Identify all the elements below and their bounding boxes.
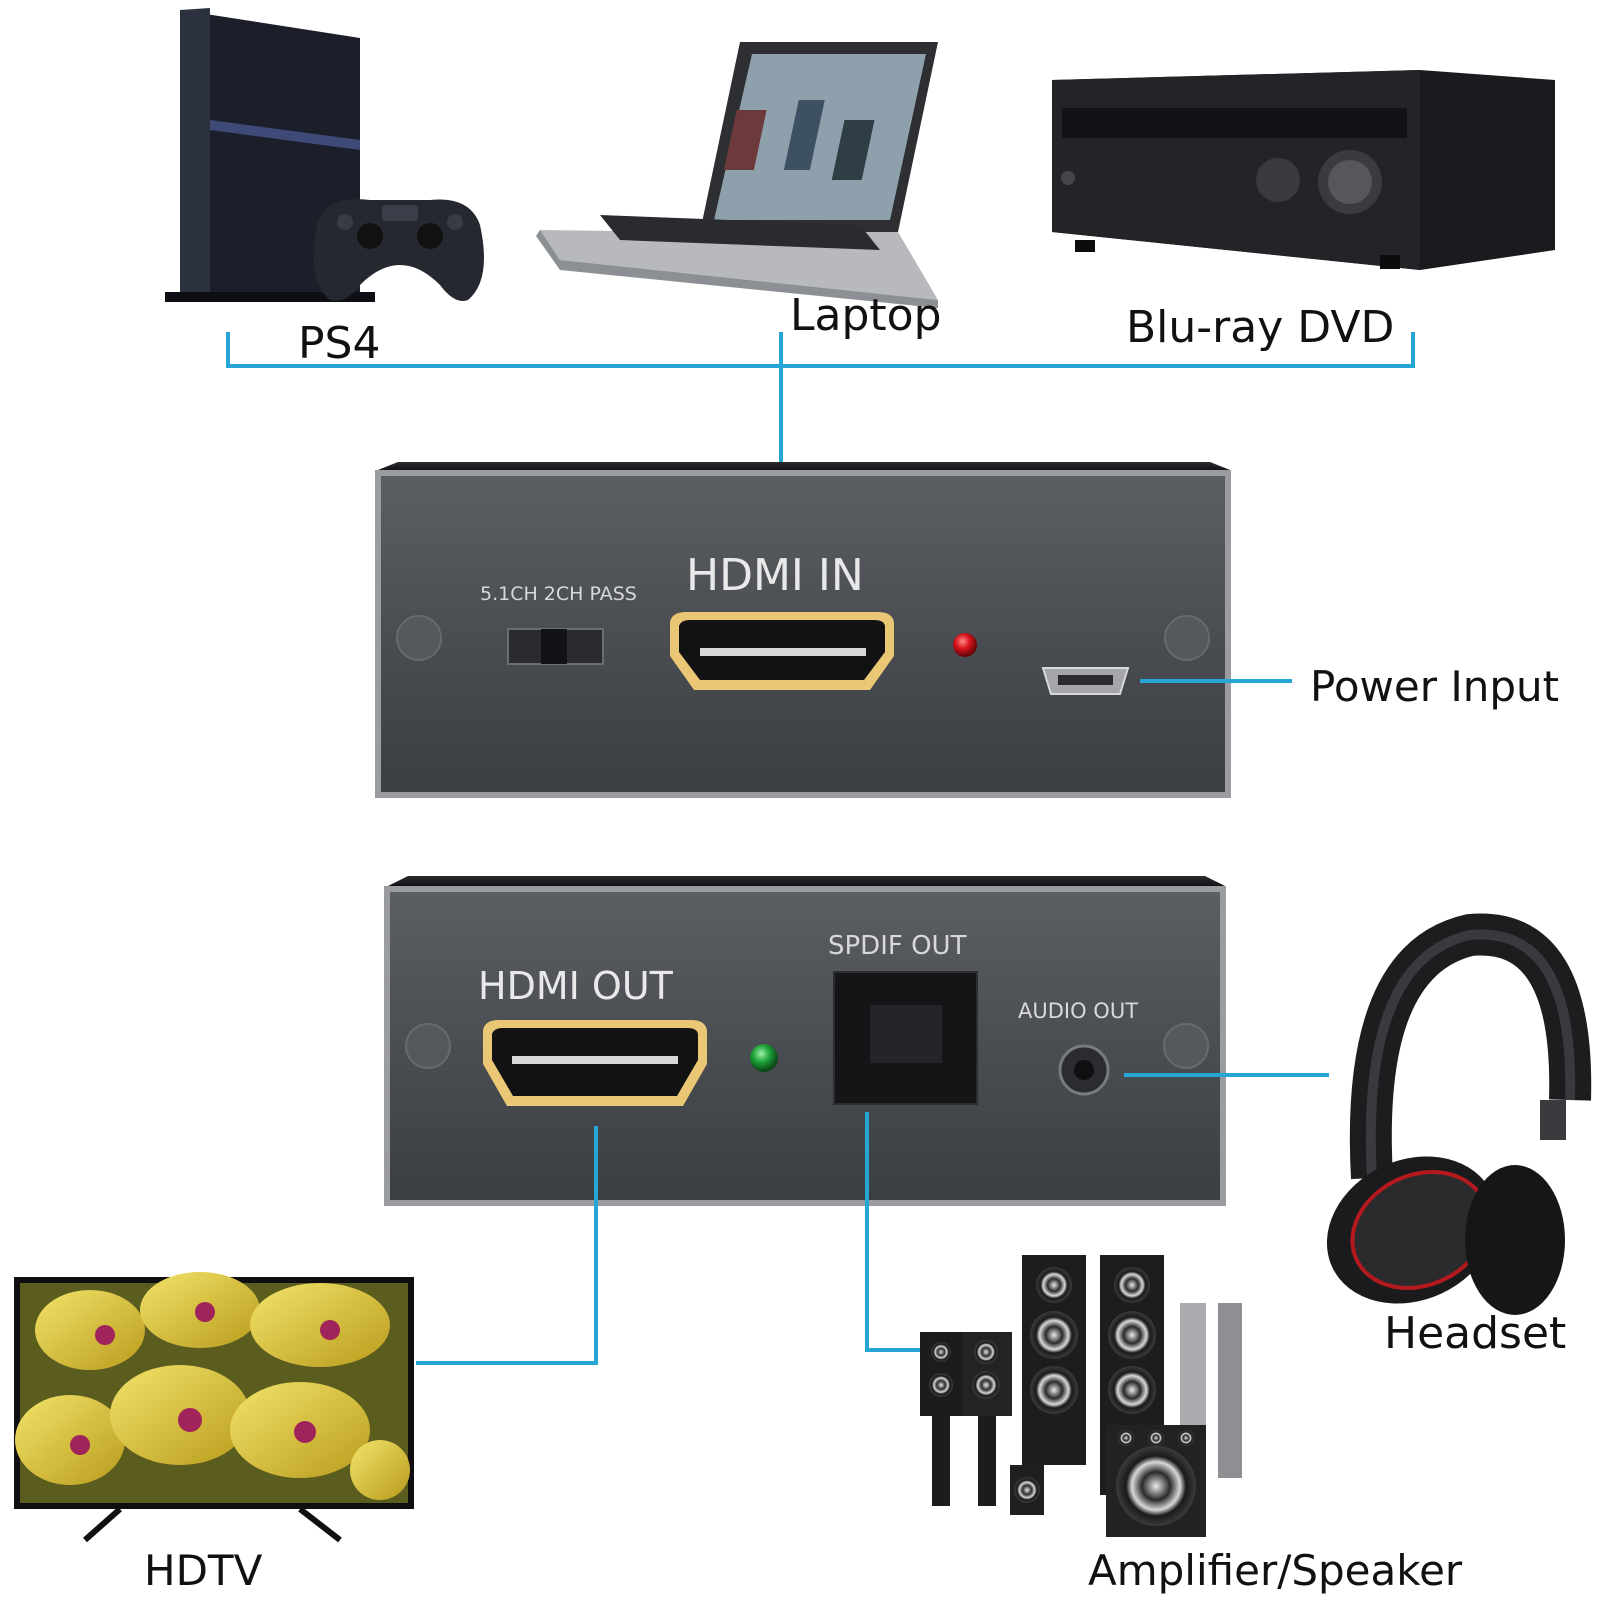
extractor-input-panel xyxy=(375,462,1231,798)
hdmi-in-port-label: HDMI IN xyxy=(686,550,864,601)
speaker-system-image xyxy=(920,1255,1242,1537)
spdif-out-port-label: SPDIF OUT xyxy=(828,931,967,961)
bluray-label: Blu-ray DVD xyxy=(1126,302,1395,353)
power-input-label: Power Input xyxy=(1310,662,1560,711)
extractor-output-panel xyxy=(384,876,1226,1206)
ps4-label: PS4 xyxy=(298,318,381,369)
laptop-image xyxy=(536,42,938,308)
ps4-console-image xyxy=(165,8,375,302)
laptop-label: Laptop xyxy=(790,290,942,341)
hdtv-connector-line xyxy=(416,1126,598,1365)
hdtv-screen-flowers xyxy=(15,1272,410,1500)
headset-image xyxy=(1326,913,1592,1315)
ps4-controller-image xyxy=(313,199,484,301)
bluray-player-image xyxy=(1052,70,1555,270)
amplifier-speaker-label: Amplifier/Speaker xyxy=(1088,1546,1463,1595)
hdmi-out-port-label: HDMI OUT xyxy=(478,964,674,1008)
hdtv-image xyxy=(14,1272,414,1543)
headset-label: Headset xyxy=(1384,1308,1567,1359)
audio-mode-switch-label: 5.1CH 2CH PASS xyxy=(480,583,637,605)
hdtv-label: HDTV xyxy=(144,1546,263,1595)
audio-out-port-label: AUDIO OUT xyxy=(1018,999,1138,1023)
